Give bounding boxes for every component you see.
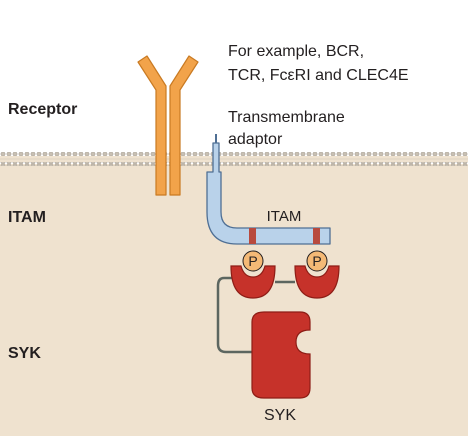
syk-sh2-domains (230, 265, 340, 299)
adaptor-label-line2: adaptor (228, 131, 283, 148)
syk-label: SYK (264, 407, 296, 424)
cytoplasm-region (0, 164, 468, 436)
itam-band-left (249, 228, 256, 244)
receptor-chains (137, 55, 199, 196)
phosphate-right-label: P (312, 253, 321, 269)
sh2-domain-right (294, 265, 340, 299)
side-label-itam: ITAM (8, 209, 46, 226)
phosphate-right (306, 250, 328, 272)
side-label-receptor: Receptor (8, 101, 77, 118)
sh2-domain-left (230, 265, 276, 299)
phosphate-groups: P P (242, 250, 328, 272)
phosphate-left-label: P (248, 253, 257, 269)
adaptor-label-line1: Transmembrane (228, 109, 345, 126)
side-label-syk: SYK (8, 345, 41, 362)
receptor-examples-line1: For example, BCR, (228, 43, 364, 60)
syk-linker (216, 276, 295, 354)
transmembrane-adaptor (206, 134, 331, 245)
itam-label: ITAM (267, 208, 302, 225)
phosphate-left (242, 250, 264, 272)
syk-kinase-domain (251, 311, 311, 399)
cell-membrane (0, 152, 468, 166)
itam-band-right (313, 228, 320, 244)
receptor-examples-line2: TCR, FcεRI and CLEC4E (228, 67, 409, 84)
